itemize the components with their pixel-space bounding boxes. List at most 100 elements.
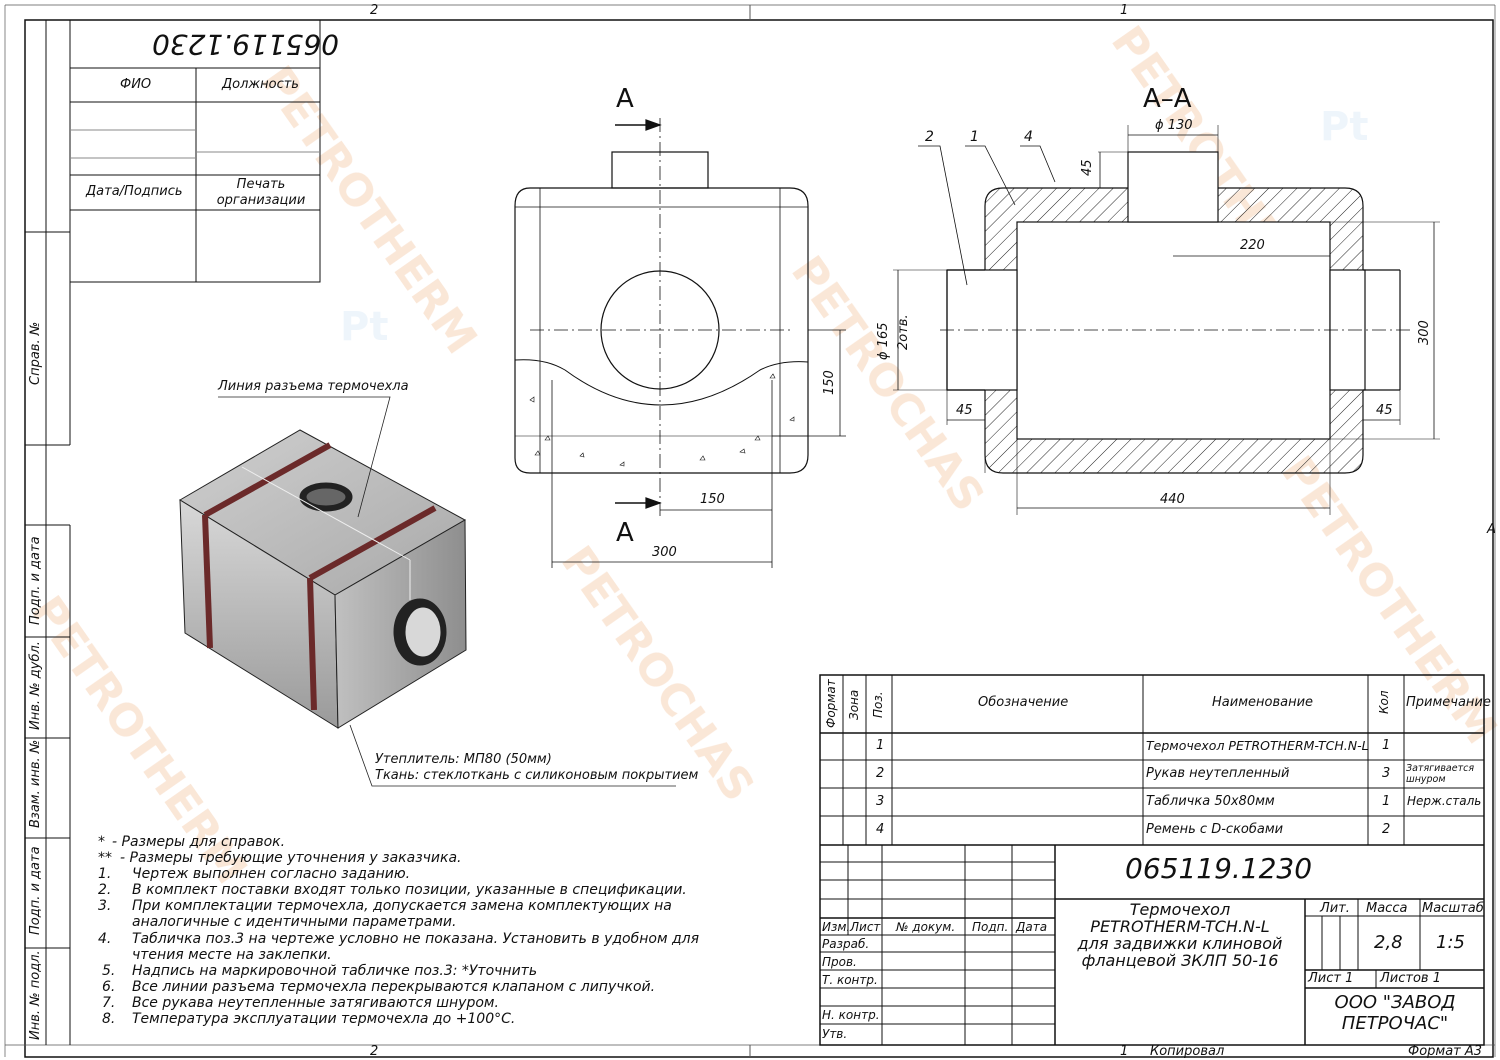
footer-format: Формат А3	[1408, 1044, 1483, 1059]
note-text: При комплектации термочехла, допускается…	[132, 898, 672, 914]
spec-header-zone: Зона	[847, 689, 861, 720]
tb-prov: Пров.	[822, 955, 857, 969]
zone-mark: 1	[1120, 3, 1129, 18]
tb-razrab: Разраб.	[822, 937, 870, 951]
table-cell-qty: 3	[1382, 766, 1391, 781]
dim-two-holes: 2отв.	[896, 314, 911, 350]
note-num: **	[98, 850, 112, 866]
note-num: *	[98, 834, 105, 850]
note-text: - Размеры для справок.	[112, 834, 286, 850]
iso-fabric-note: Ткань: стеклоткань с силиконовым покрыти…	[375, 768, 699, 783]
zone-mark: 2	[370, 1044, 379, 1059]
dim-440: 440	[1160, 492, 1185, 507]
table-cell-name: Термочехол PETROTHERM-TCH.N-L	[1146, 738, 1369, 753]
table-cell-pos: 2	[876, 766, 885, 781]
tb-sheets: Листов 1	[1380, 971, 1441, 986]
table-cell-name: Рукав неутепленный	[1146, 766, 1290, 781]
spec-header-pos: Поз.	[871, 691, 885, 718]
tb-massa: Масса	[1366, 901, 1408, 916]
table-cell-pos: 4	[876, 822, 885, 837]
strip-inv-podl: Инв. № подл.	[28, 950, 43, 1040]
tb-company-line: ООО "ЗАВОД	[1334, 992, 1456, 1013]
tb-nkontr: Н. контр.	[822, 1008, 880, 1022]
dim-300-bottom: 300	[652, 545, 677, 560]
footer-copied: Копировал	[1150, 1044, 1225, 1059]
table-cell-name: Ремень с D-скобами	[1146, 822, 1284, 837]
dim-220: 220	[1240, 238, 1265, 253]
col-position: Должность	[222, 77, 299, 92]
dim-d130: ϕ 130	[1155, 118, 1193, 133]
tb-h-izm: Изм.	[822, 920, 851, 934]
note-text: Все линии разъема термочехла перекрывают…	[132, 979, 656, 995]
note-num: 4.	[98, 931, 112, 947]
tb-mass-value: 2,8	[1374, 932, 1403, 953]
tb-utv: Утв.	[822, 1027, 848, 1041]
tb-sheet: Лист 1	[1308, 971, 1354, 986]
zone-mark: 2	[370, 3, 379, 18]
front-view	[514, 118, 846, 568]
note-num: 2.	[98, 882, 112, 898]
note-text: Температура эксплуатации термочехла до +…	[132, 1011, 516, 1027]
col-seal: Печать организации	[216, 177, 306, 208]
note-text: аналогичные с идентичными параметрами.	[132, 914, 457, 930]
strip-podp-data: Подп. и дата	[28, 536, 43, 625]
note-text: Надпись на маркировочной табличке поз.3:…	[132, 963, 538, 979]
spec-header-name: Наименование	[1212, 695, 1314, 710]
note-text: Чертеж выполнен согласно заданию.	[132, 866, 411, 882]
tb-lit: Лит.	[1320, 901, 1350, 916]
dim-150-h: 150	[700, 492, 725, 507]
spec-header-qty: Кол	[1377, 690, 1391, 714]
strip-podp-data: Подп. и дата	[28, 846, 43, 935]
col-date-sign: Дата/Подпись	[86, 184, 183, 199]
tb-h-date: Дата	[1016, 920, 1048, 934]
note-text: Все рукава неутепленные затягиваются шну…	[132, 995, 499, 1011]
title-line: Термочехол	[1129, 900, 1231, 919]
tb-h-doc: № докум.	[896, 920, 956, 934]
tb-company-line: ПЕТРОЧАС"	[1341, 1013, 1449, 1034]
watermark-logo: Pt	[1320, 104, 1368, 150]
watermark-logo: Pt	[340, 304, 388, 350]
tb-masshtab: Масштаб	[1422, 901, 1484, 916]
leader-pos: 1	[970, 129, 979, 145]
note-num: 5.	[102, 963, 116, 979]
spec-header-note: Примечание	[1406, 695, 1491, 710]
table-cell-qty: 1	[1382, 794, 1391, 809]
title-designation: 065119.1230	[1125, 852, 1313, 885]
iso-split-line-note: Линия разъема термочехла	[218, 379, 409, 394]
dim-d165: ϕ 165	[876, 322, 891, 360]
dim-150-v: 150	[822, 370, 837, 395]
tb-h-list: Лист	[850, 920, 881, 934]
rotated-drawing-number: 065119.1230	[152, 28, 340, 61]
strip-inv-dubl: Инв. № дубл.	[28, 641, 43, 730]
section-label-bottom: A	[616, 518, 634, 548]
note-text: Табличка поз.3 на чертеже условно не пок…	[132, 931, 700, 947]
dim-45-left: 45	[956, 403, 973, 418]
spec-header-format: Формат	[824, 679, 838, 728]
strip-sprav: Справ. №	[28, 321, 43, 385]
dim-300-right: 300	[1417, 320, 1432, 345]
note-text: В комплект поставки входят только позици…	[132, 882, 687, 898]
section-title: A–A	[1143, 84, 1192, 114]
table-cell-note: Нерж.сталь	[1407, 794, 1482, 808]
strip-vzam-inv: Взам. инв. №	[28, 739, 43, 828]
tb-h-sign: Подп.	[972, 920, 1009, 934]
note-num: 7.	[102, 995, 116, 1011]
dim-45-top: 45	[1080, 159, 1095, 176]
note-num: 8.	[102, 1011, 116, 1027]
zone-mark: A	[1487, 522, 1496, 537]
section-label-top: A	[616, 84, 634, 114]
title-line: фланцевой ЗКЛП 50-16	[1081, 951, 1279, 970]
note-text: чтения месте на заклепки.	[132, 947, 332, 963]
note-text: - Размеры требующие уточнения у заказчик…	[120, 850, 462, 866]
tb-tkontr: Т. контр.	[822, 973, 878, 987]
table-cell-pos: 1	[876, 738, 885, 753]
iso-view	[179, 396, 676, 787]
iso-insulation-note: Утеплитель: МП80 (50мм)	[375, 752, 552, 767]
note-num: 6.	[102, 979, 116, 995]
title-line: PETROTHERM-TCH.N-L	[1090, 917, 1270, 936]
table-cell-qty: 2	[1382, 822, 1391, 837]
title-line: для задвижки клиновой	[1077, 934, 1283, 953]
col-fio: ФИО	[120, 77, 152, 92]
